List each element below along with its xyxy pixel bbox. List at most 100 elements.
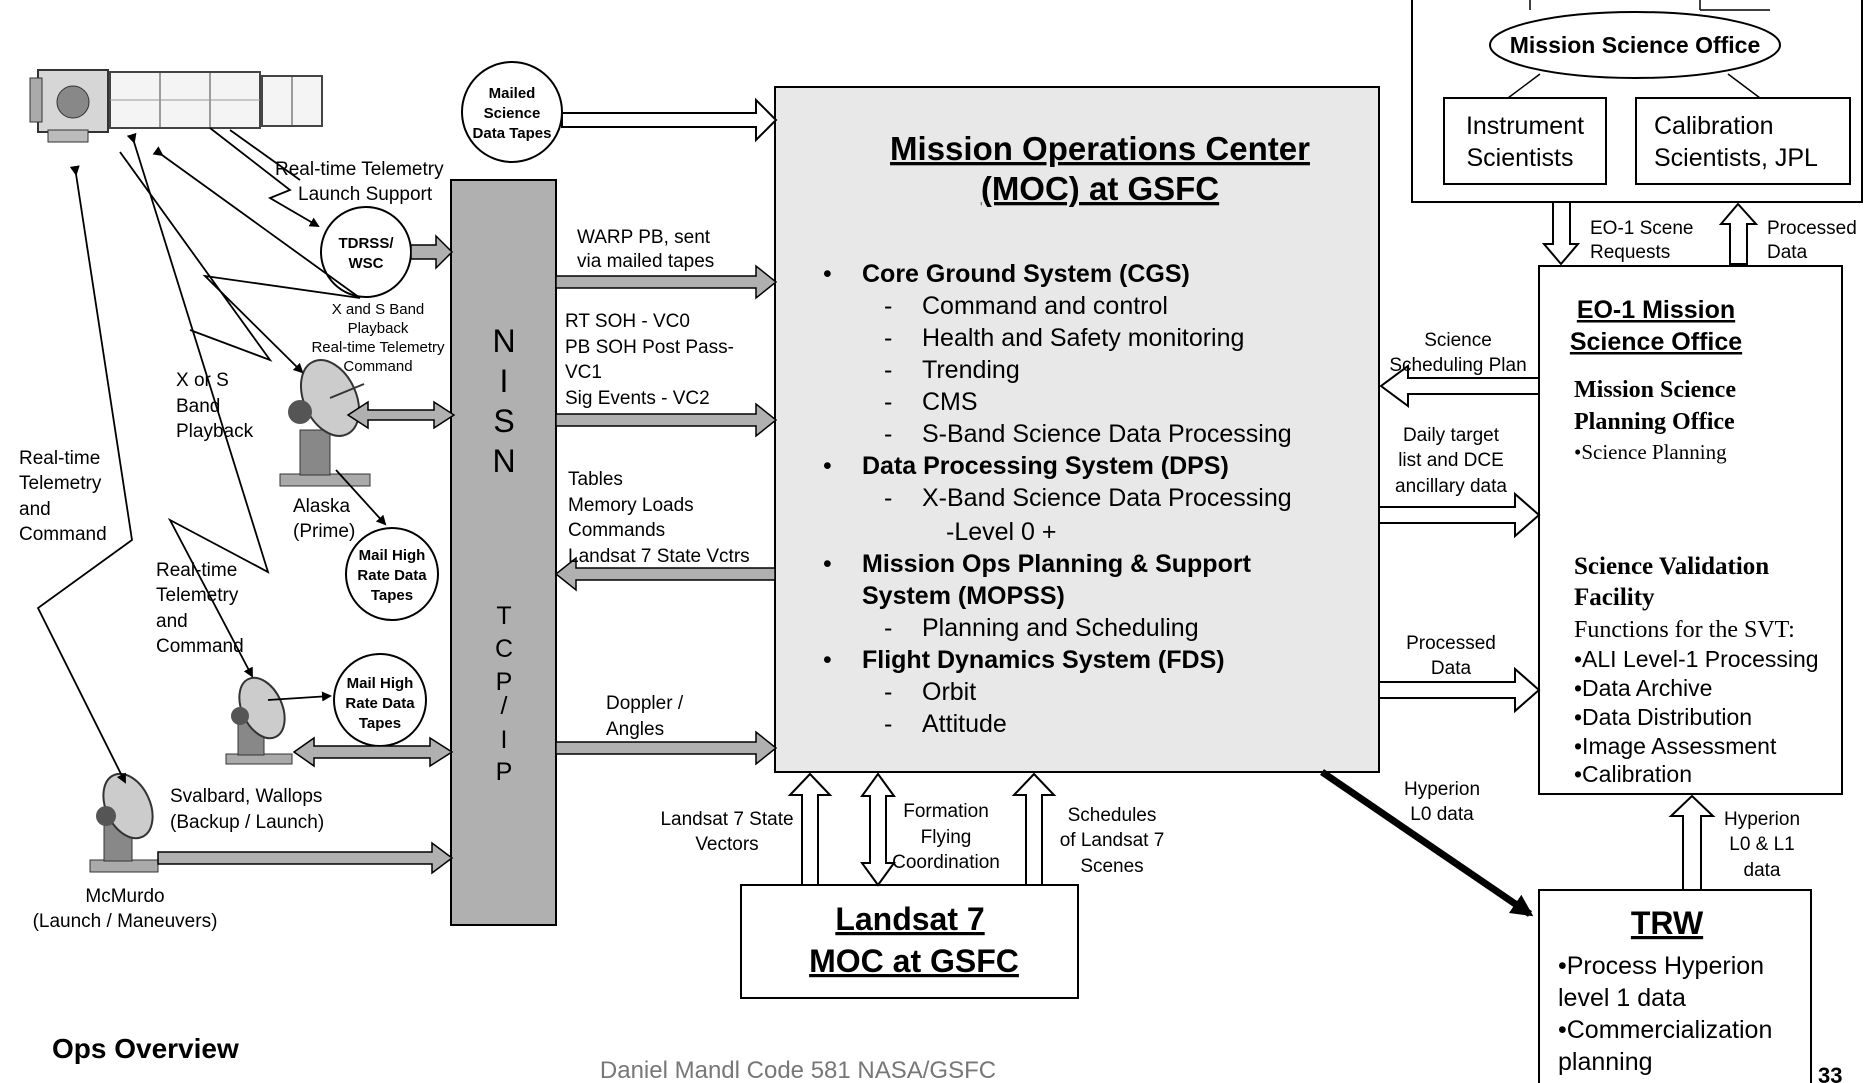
svg-text:Mail High: Mail High bbox=[347, 675, 414, 692]
svg-text:•Calibration: •Calibration bbox=[1574, 761, 1692, 787]
moc-title-1: Mission Operations Center bbox=[890, 130, 1310, 167]
svg-text:and: and bbox=[19, 499, 51, 520]
svg-text:•ALI Level-1 Processing: •ALI Level-1 Processing bbox=[1574, 646, 1819, 672]
moc-title-2: (MOC) at GSFC bbox=[981, 170, 1219, 207]
eo1-scene-requests-arrow bbox=[1541, 201, 1581, 266]
alaska-dish-icon bbox=[279, 359, 371, 487]
svg-text:System (MOPSS): System (MOPSS) bbox=[862, 582, 1065, 610]
svg-text:Health and Safety monitoring: Health and Safety monitoring bbox=[922, 324, 1244, 352]
mcmurdo-dish-icon bbox=[89, 772, 159, 873]
svg-text:Commands: Commands bbox=[568, 520, 665, 541]
mission-science-office-box: Mission Science Office Instrument Scient… bbox=[1411, 0, 1863, 203]
svg-text:TDRSS/: TDRSS/ bbox=[338, 235, 394, 252]
svg-text:(Launch / Maneuvers): (Launch / Maneuvers) bbox=[33, 911, 218, 932]
mcmurdo-nisn-arrow bbox=[157, 841, 454, 875]
svg-text:I: I bbox=[501, 726, 508, 754]
svalbard-dish-icon bbox=[225, 676, 293, 765]
svg-text:Schedules: Schedules bbox=[1068, 805, 1157, 826]
svg-text:WARP PB, sent: WARP PB, sent bbox=[577, 227, 711, 248]
svg-text:Scenes: Scenes bbox=[1080, 856, 1143, 877]
science-scheduling-plan-arrow bbox=[1379, 364, 1540, 408]
svg-text:Angles: Angles bbox=[606, 719, 664, 740]
trw-box: TRW •Process Hyperion level 1 data •Comm… bbox=[1538, 889, 1812, 1083]
hyperion-l0-arrow bbox=[1320, 769, 1534, 917]
alaska-nisn-arrow bbox=[346, 400, 456, 430]
tdrss-to-nisn-arrow bbox=[410, 234, 454, 270]
svg-text:data: data bbox=[1744, 860, 1781, 881]
svg-text:list and DCE: list and DCE bbox=[1398, 450, 1504, 471]
svg-text:S-Band Science Data Processing: S-Band Science Data Processing bbox=[922, 420, 1292, 448]
svg-text:Tapes: Tapes bbox=[371, 587, 413, 604]
svalbard-nisn-arrow bbox=[292, 736, 454, 768]
mission-science-office-oval bbox=[1489, 11, 1781, 79]
svg-text:planning: planning bbox=[1558, 1048, 1653, 1076]
svg-text:/: / bbox=[501, 692, 508, 720]
svg-text:via mailed tapes: via mailed tapes bbox=[577, 251, 714, 272]
svg-text:Orbit: Orbit bbox=[922, 678, 976, 706]
svg-text:-: - bbox=[884, 388, 892, 416]
calibration-scientists-box bbox=[1635, 97, 1851, 185]
svg-text:C: C bbox=[495, 635, 513, 663]
svg-text:Science Validation: Science Validation bbox=[1574, 553, 1769, 580]
svg-text:Hyperion: Hyperion bbox=[1404, 779, 1480, 800]
svg-text:Data Tapes: Data Tapes bbox=[473, 125, 552, 142]
svg-text:Real-time: Real-time bbox=[156, 560, 237, 581]
svg-text:Data: Data bbox=[1431, 658, 1472, 679]
svg-text:Landsat 7: Landsat 7 bbox=[835, 901, 984, 937]
tdrss-circle: TDRSS/ WSC bbox=[320, 206, 412, 298]
svg-text:Mail High: Mail High bbox=[359, 547, 426, 564]
link-lines bbox=[36, 127, 387, 784]
svg-text:of Landsat 7: of Landsat 7 bbox=[1060, 830, 1165, 851]
svg-text:Telemetry: Telemetry bbox=[19, 473, 102, 494]
svg-text:Calibration: Calibration bbox=[1654, 112, 1774, 140]
svg-text:Attitude: Attitude bbox=[922, 710, 1007, 738]
mail-high-rate-tapes-2: Mail High Rate Data Tapes bbox=[333, 653, 427, 747]
tables-arrow bbox=[554, 556, 776, 592]
svg-text:T: T bbox=[496, 602, 511, 630]
nisn-bar: N I S N T C P / I P bbox=[450, 179, 557, 926]
svg-text:•Image Assessment: •Image Assessment bbox=[1574, 733, 1777, 759]
svg-text:P: P bbox=[496, 668, 513, 696]
svg-text:I: I bbox=[500, 363, 509, 399]
svg-text:-: - bbox=[884, 710, 892, 738]
svg-text:CMS: CMS bbox=[922, 388, 978, 416]
svg-text:-Level 0 +: -Level 0 + bbox=[946, 518, 1057, 546]
moc-item-dps: Data Processing System (DPS) bbox=[862, 452, 1229, 480]
svg-text:TRW: TRW bbox=[1631, 905, 1704, 941]
svg-text:Scientists, JPL: Scientists, JPL bbox=[1654, 144, 1818, 172]
svg-text:Command and control: Command and control bbox=[922, 292, 1168, 320]
warp-arrow bbox=[555, 264, 778, 300]
svg-text:Real-time Telemetry: Real-time Telemetry bbox=[275, 159, 444, 180]
svg-text:Memory Loads: Memory Loads bbox=[568, 495, 694, 516]
svg-text:Sig Events - VC2: Sig Events - VC2 bbox=[565, 388, 710, 409]
moc-item-cgs: Core Ground System (CGS) bbox=[862, 260, 1190, 288]
svg-text:ancillary data: ancillary data bbox=[1395, 476, 1507, 497]
svg-text:Data: Data bbox=[1767, 242, 1808, 263]
mail-high-rate-tapes-1: Mail High Rate Data Tapes bbox=[345, 527, 439, 621]
svg-text:Instrument: Instrument bbox=[1466, 112, 1584, 140]
svg-text:(Backup / Launch): (Backup / Launch) bbox=[170, 812, 324, 833]
svg-text:-: - bbox=[884, 614, 892, 642]
svg-text:Daily target: Daily target bbox=[1403, 425, 1500, 446]
svg-text:level 1 data: level 1 data bbox=[1558, 984, 1686, 1012]
svg-text:Landsat 7 State: Landsat 7 State bbox=[660, 809, 793, 830]
svg-text:Svalbard, Wallops: Svalbard, Wallops bbox=[170, 786, 322, 807]
rtsoh-arrow bbox=[555, 402, 778, 438]
ops-overview-title: Ops Overview bbox=[52, 1033, 239, 1064]
svg-text:•: • bbox=[823, 260, 832, 288]
moc-item-mopss: Mission Ops Planning & Support bbox=[862, 550, 1252, 578]
svg-text:Rate Data: Rate Data bbox=[345, 695, 415, 712]
svg-text:Playback: Playback bbox=[348, 320, 409, 337]
svg-text:Requests: Requests bbox=[1590, 242, 1670, 263]
svg-text:N: N bbox=[492, 323, 515, 359]
svg-text:Telemetry: Telemetry bbox=[156, 585, 239, 606]
svg-text:Scientists: Scientists bbox=[1467, 144, 1574, 172]
svg-text:Science: Science bbox=[1424, 330, 1492, 351]
calibration-line-2: Scientists, JPL bbox=[1654, 144, 1818, 172]
svg-text:-: - bbox=[884, 292, 892, 320]
svg-text:-: - bbox=[884, 356, 892, 384]
svg-text:Trending: Trending bbox=[922, 356, 1020, 384]
svg-text:Real-time Telemetry: Real-time Telemetry bbox=[311, 339, 445, 356]
svg-text:Coordination: Coordination bbox=[892, 852, 1000, 873]
eo1-mission-science-office-box: EO-1 Mission Science Office Mission Scie… bbox=[1538, 265, 1843, 795]
